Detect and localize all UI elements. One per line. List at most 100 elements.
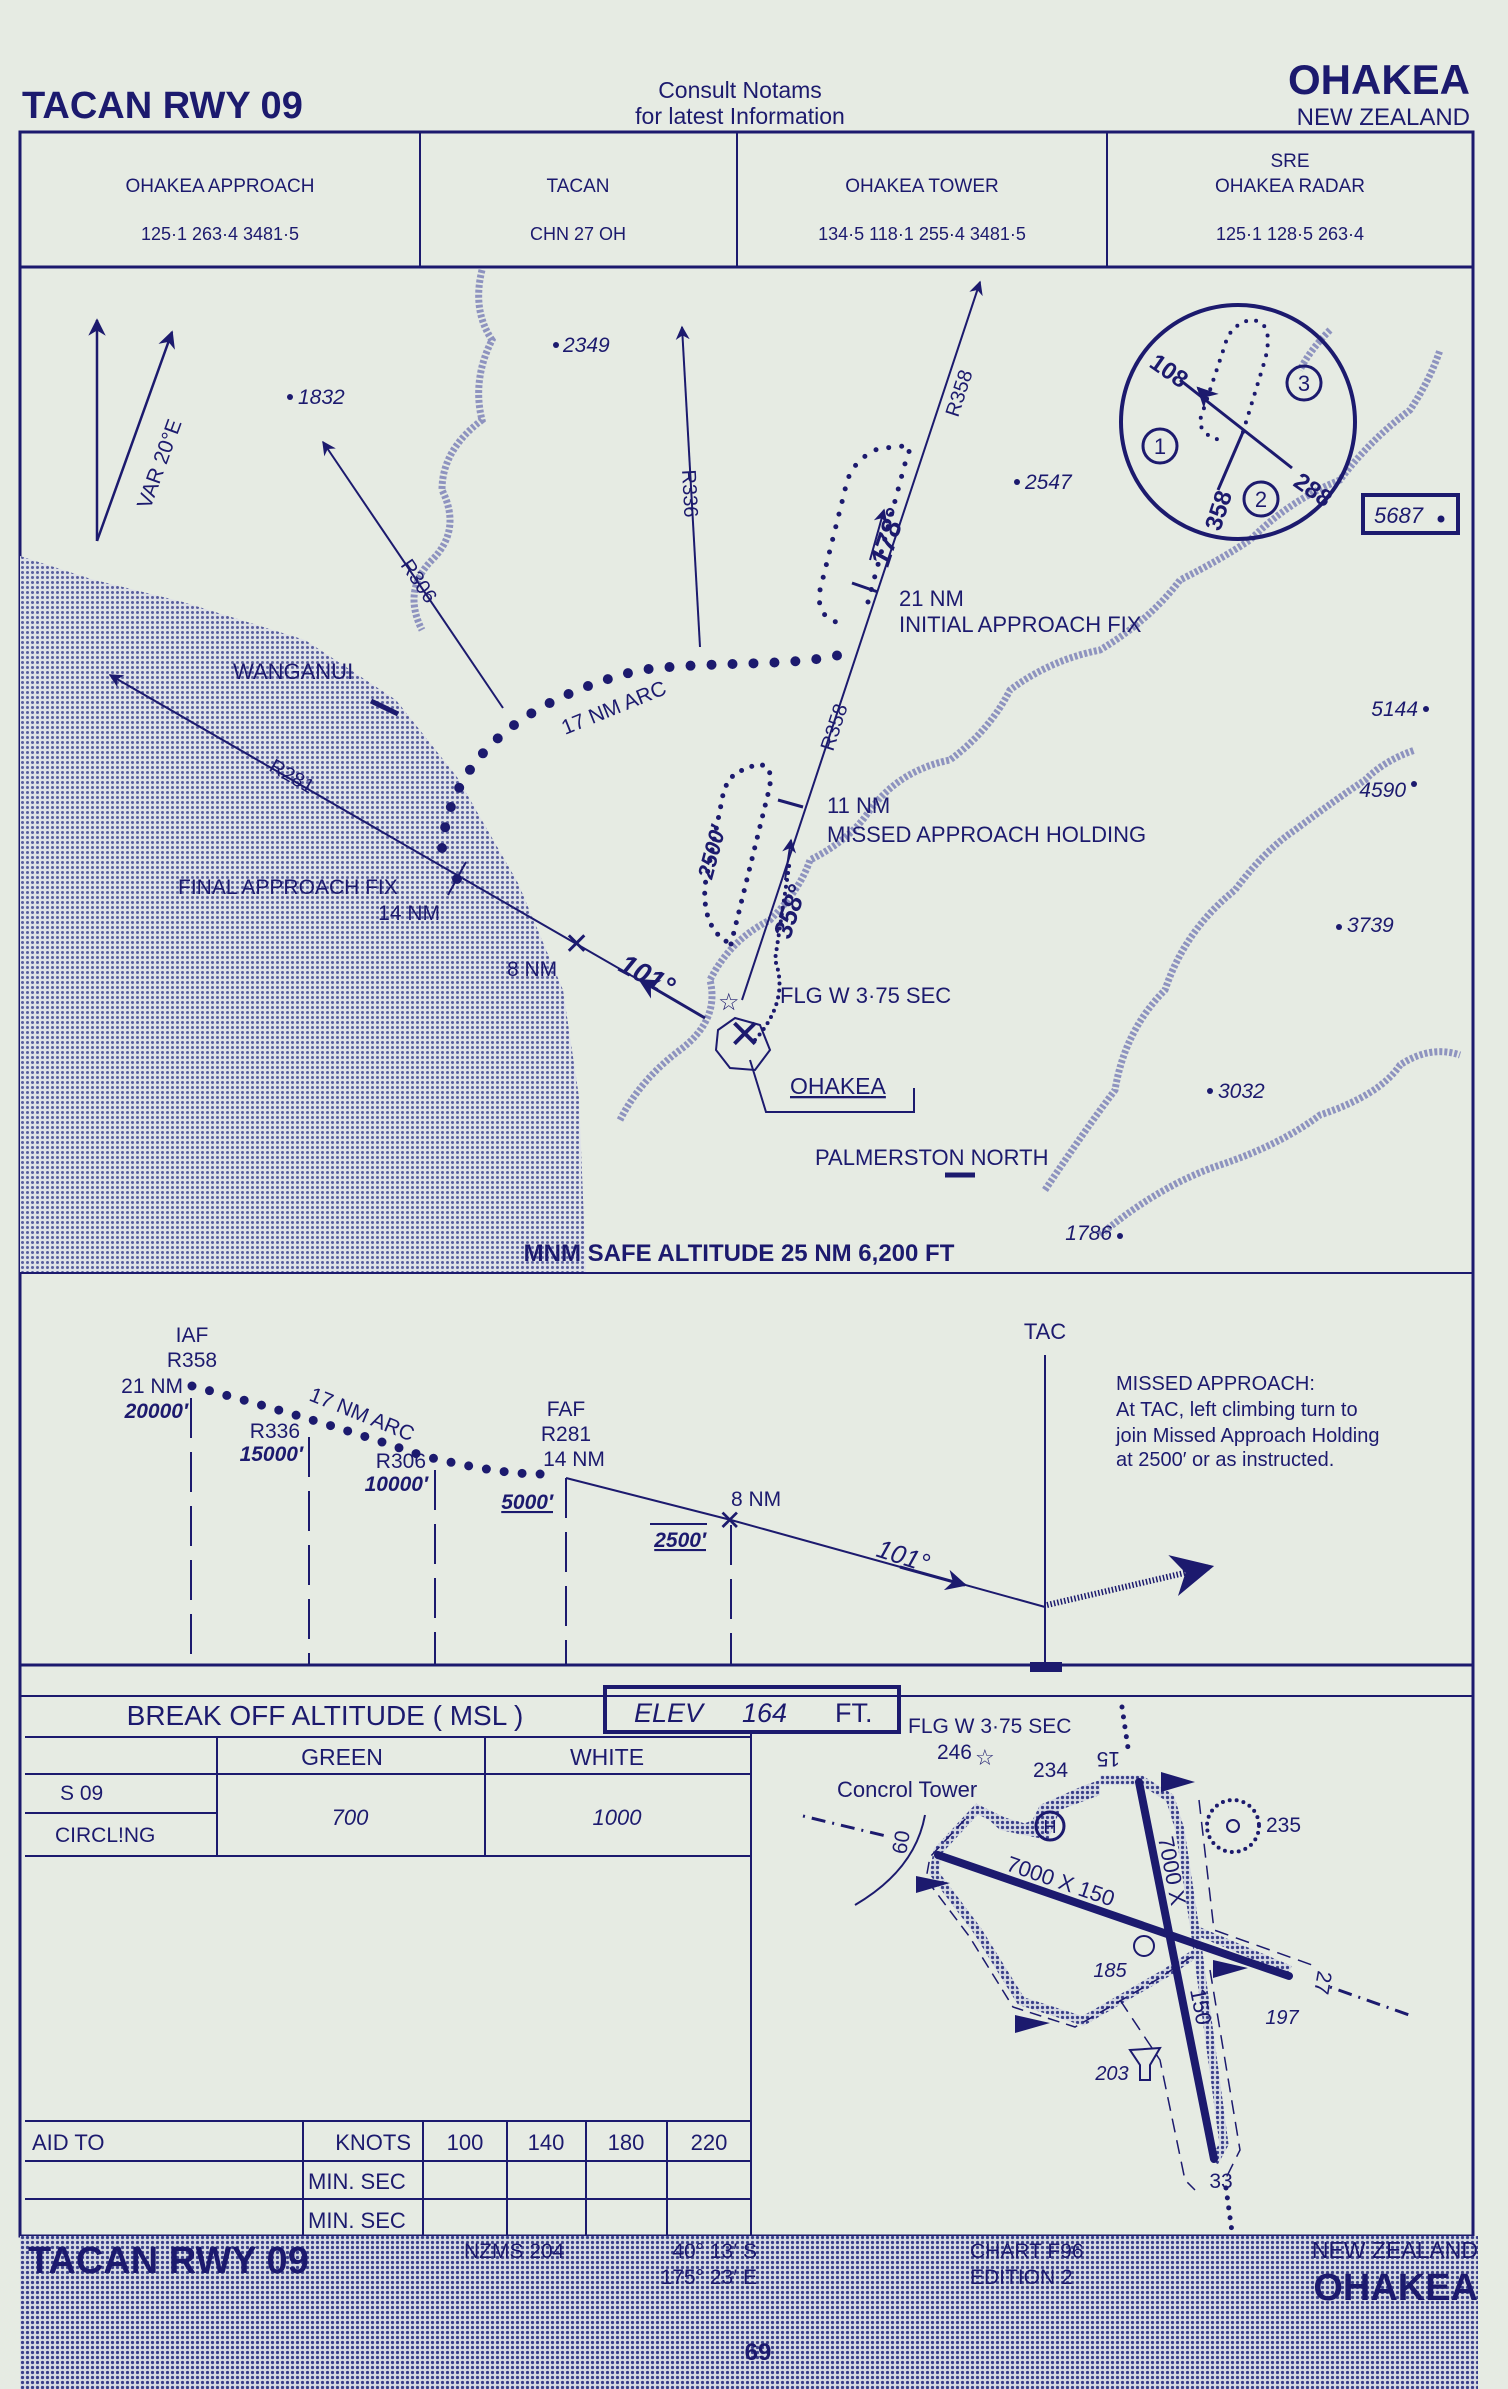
- missed-approach-holding-pattern: [702, 762, 773, 947]
- parallel-taxiway: [1100, 1775, 1292, 2165]
- ad-rwy-09: 60: [888, 1829, 915, 1856]
- min-sec-label: MIN. SEC: [308, 2208, 406, 2233]
- comm-approach-name: OHAKEA APPROACH: [125, 176, 314, 197]
- footer: TACAN RWY 09 NZMS 204 40° 13′ S 175° 23′…: [20, 2236, 1478, 2389]
- page-number: 69: [745, 2339, 772, 2366]
- approach-lights-west: [802, 1814, 891, 1839]
- ad-tank-elev: 235: [1266, 1814, 1301, 1837]
- chart-title: TACAN RWY 09: [22, 85, 303, 127]
- elevation-value: 164: [742, 1698, 787, 1728]
- iaf-label: INITIAL APPROACH FIX: [899, 612, 1142, 637]
- ad-beacon-label: FLG W 3·75 SEC: [908, 1715, 1071, 1738]
- profile-fix-altitude: 2500′: [653, 1529, 707, 1552]
- ad-rwy-15: 15: [1097, 1747, 1120, 1770]
- comm-tower-freqs: 134·5 118·1 255·4 3481·5: [818, 224, 1026, 244]
- footer-country: NEW ZEALAND: [1312, 2237, 1478, 2263]
- faf-label: FINAL APPROACH FIX: [178, 876, 398, 899]
- profile-r336-altitude: 15000′: [240, 1443, 304, 1466]
- wanganui-label: WANGANUI: [233, 659, 353, 684]
- profile-r336: R336: [250, 1420, 300, 1443]
- ad-beacon-elev: 246: [937, 1741, 972, 1764]
- tank-icon: [1205, 1798, 1261, 1854]
- beacon-label: FLG W 3·75 SEC: [780, 983, 951, 1008]
- profile-arc-dots: [187, 1381, 549, 1479]
- helipad-label: H: [1044, 1817, 1057, 1837]
- footer-title: TACAN RWY 09: [28, 2240, 309, 2282]
- profile-faf-radial: R281: [541, 1423, 591, 1446]
- footer-longitude: 175° 23′ E: [661, 2266, 757, 2289]
- ad-tower-elev: 234: [1033, 1759, 1068, 1782]
- msa-label: MNM SAFE ALTITUDE 25 NM 6,200 FT: [524, 1240, 955, 1267]
- spot-height: 5144: [1371, 698, 1418, 721]
- missed-approach-heading: MISSED APPROACH:: [1116, 1373, 1315, 1395]
- ad-rwy-27: 27: [1309, 1969, 1336, 1996]
- radial-281: [108, 674, 706, 1019]
- radial-336: [675, 325, 701, 648]
- comm-radar-freqs: 125·1 128·5 263·4: [1216, 224, 1364, 244]
- fix-8nm-label: 8 NM: [507, 958, 557, 981]
- ad-obstacle-185: 185: [1093, 1960, 1127, 1982]
- comm-radar-type: SRE: [1270, 151, 1309, 172]
- faf-distance: 14 NM: [378, 902, 440, 925]
- notice-line-2: for latest Information: [635, 103, 845, 129]
- sea-area: [20, 556, 586, 1273]
- aid-to-label: AID TO: [32, 2130, 105, 2155]
- footer-map-ref: NZMS 204: [464, 2240, 565, 2263]
- profile-faf-distance: 14 NM: [543, 1448, 605, 1471]
- comm-approach-freqs: 125·1 263·4 3481·5: [141, 224, 299, 244]
- speed-100: 100: [447, 2130, 484, 2155]
- airport-name: OHAKEA: [1288, 56, 1470, 103]
- runway-09-27: [934, 1851, 1293, 1980]
- sector-3: 3: [1298, 371, 1310, 396]
- profile-iaf-distance: 21 NM: [121, 1375, 183, 1398]
- speed-140: 140: [528, 2130, 565, 2155]
- speed-180: 180: [608, 2130, 645, 2155]
- tacan-station-icon: ✕: [728, 1013, 762, 1057]
- beacon-star-icon: ☆: [718, 989, 740, 1016]
- navaid-185-icon: [1133, 1935, 1155, 1957]
- elevation-unit: FT.: [835, 1698, 873, 1728]
- footer-edition: EDITION 2: [970, 2266, 1073, 2289]
- radial-358: [741, 280, 983, 1001]
- knots-label: KNOTS: [335, 2130, 411, 2155]
- max-elevation: 5687: [1374, 503, 1424, 528]
- sector-1: 1: [1154, 434, 1166, 459]
- helipad-icon: [1034, 1810, 1066, 1842]
- city-label: PALMERSTON NORTH: [815, 1145, 1048, 1170]
- missed-hold-distance: 11 NM: [827, 793, 890, 818]
- spot-height: 1786: [1065, 1222, 1112, 1245]
- airport-outline: [714, 1016, 772, 1072]
- profile-faf: FAF: [547, 1398, 586, 1421]
- footer-airport: OHAKEA: [1313, 2267, 1478, 2309]
- approach-lights-east: [1329, 1985, 1413, 2018]
- comm-tower-name: OHAKEA TOWER: [845, 176, 998, 197]
- fix-marker: ✕: [718, 1505, 741, 1536]
- row-s09: S 09: [60, 1782, 103, 1805]
- elevation-label: ELEV: [634, 1698, 706, 1728]
- max-elevation-box: 5687: [1361, 493, 1460, 535]
- comms-row: OHAKEA APPROACH 125·1 263·4 3481·5 TACAN…: [125, 151, 1364, 244]
- fix-8nm-marker: ✕: [564, 928, 589, 961]
- col-green: GREEN: [301, 1744, 383, 1770]
- profile-faf-altitude: 5000′: [501, 1491, 554, 1514]
- missed-approach-text: at 2500′ or as instructed.: [1116, 1449, 1334, 1471]
- spot-height: 1832: [298, 386, 345, 409]
- speed-220: 220: [691, 2130, 728, 2155]
- profile-tac: TAC: [1024, 1319, 1066, 1344]
- comm-radar-name: OHAKEA RADAR: [1215, 176, 1365, 197]
- radial-306: [322, 440, 504, 709]
- iaf-distance: 21 NM: [899, 586, 964, 611]
- profile-iaf: IAF: [176, 1324, 209, 1347]
- profile-iaf-radial: R358: [167, 1349, 217, 1372]
- spot-heights: 1832 2349 2547 5144 4590 3739 3032 1786: [287, 334, 1429, 1245]
- dme-arc-17nm: [437, 647, 855, 853]
- apron: [977, 1780, 1100, 1840]
- notice-line-1: Consult Notams: [658, 77, 822, 103]
- spot-height: 3032: [1218, 1080, 1265, 1103]
- building-203-icon: [1128, 2046, 1162, 2081]
- ad-obstacle-203: 203: [1094, 2063, 1128, 2085]
- missed-hold-label: MISSED APPROACH HOLDING: [827, 822, 1146, 847]
- spot-height: 2349: [562, 334, 610, 357]
- break-off-title: BREAK OFF ALTITUDE ( MSL ): [127, 1700, 524, 1731]
- profile-fix-distance: 8 NM: [731, 1488, 781, 1511]
